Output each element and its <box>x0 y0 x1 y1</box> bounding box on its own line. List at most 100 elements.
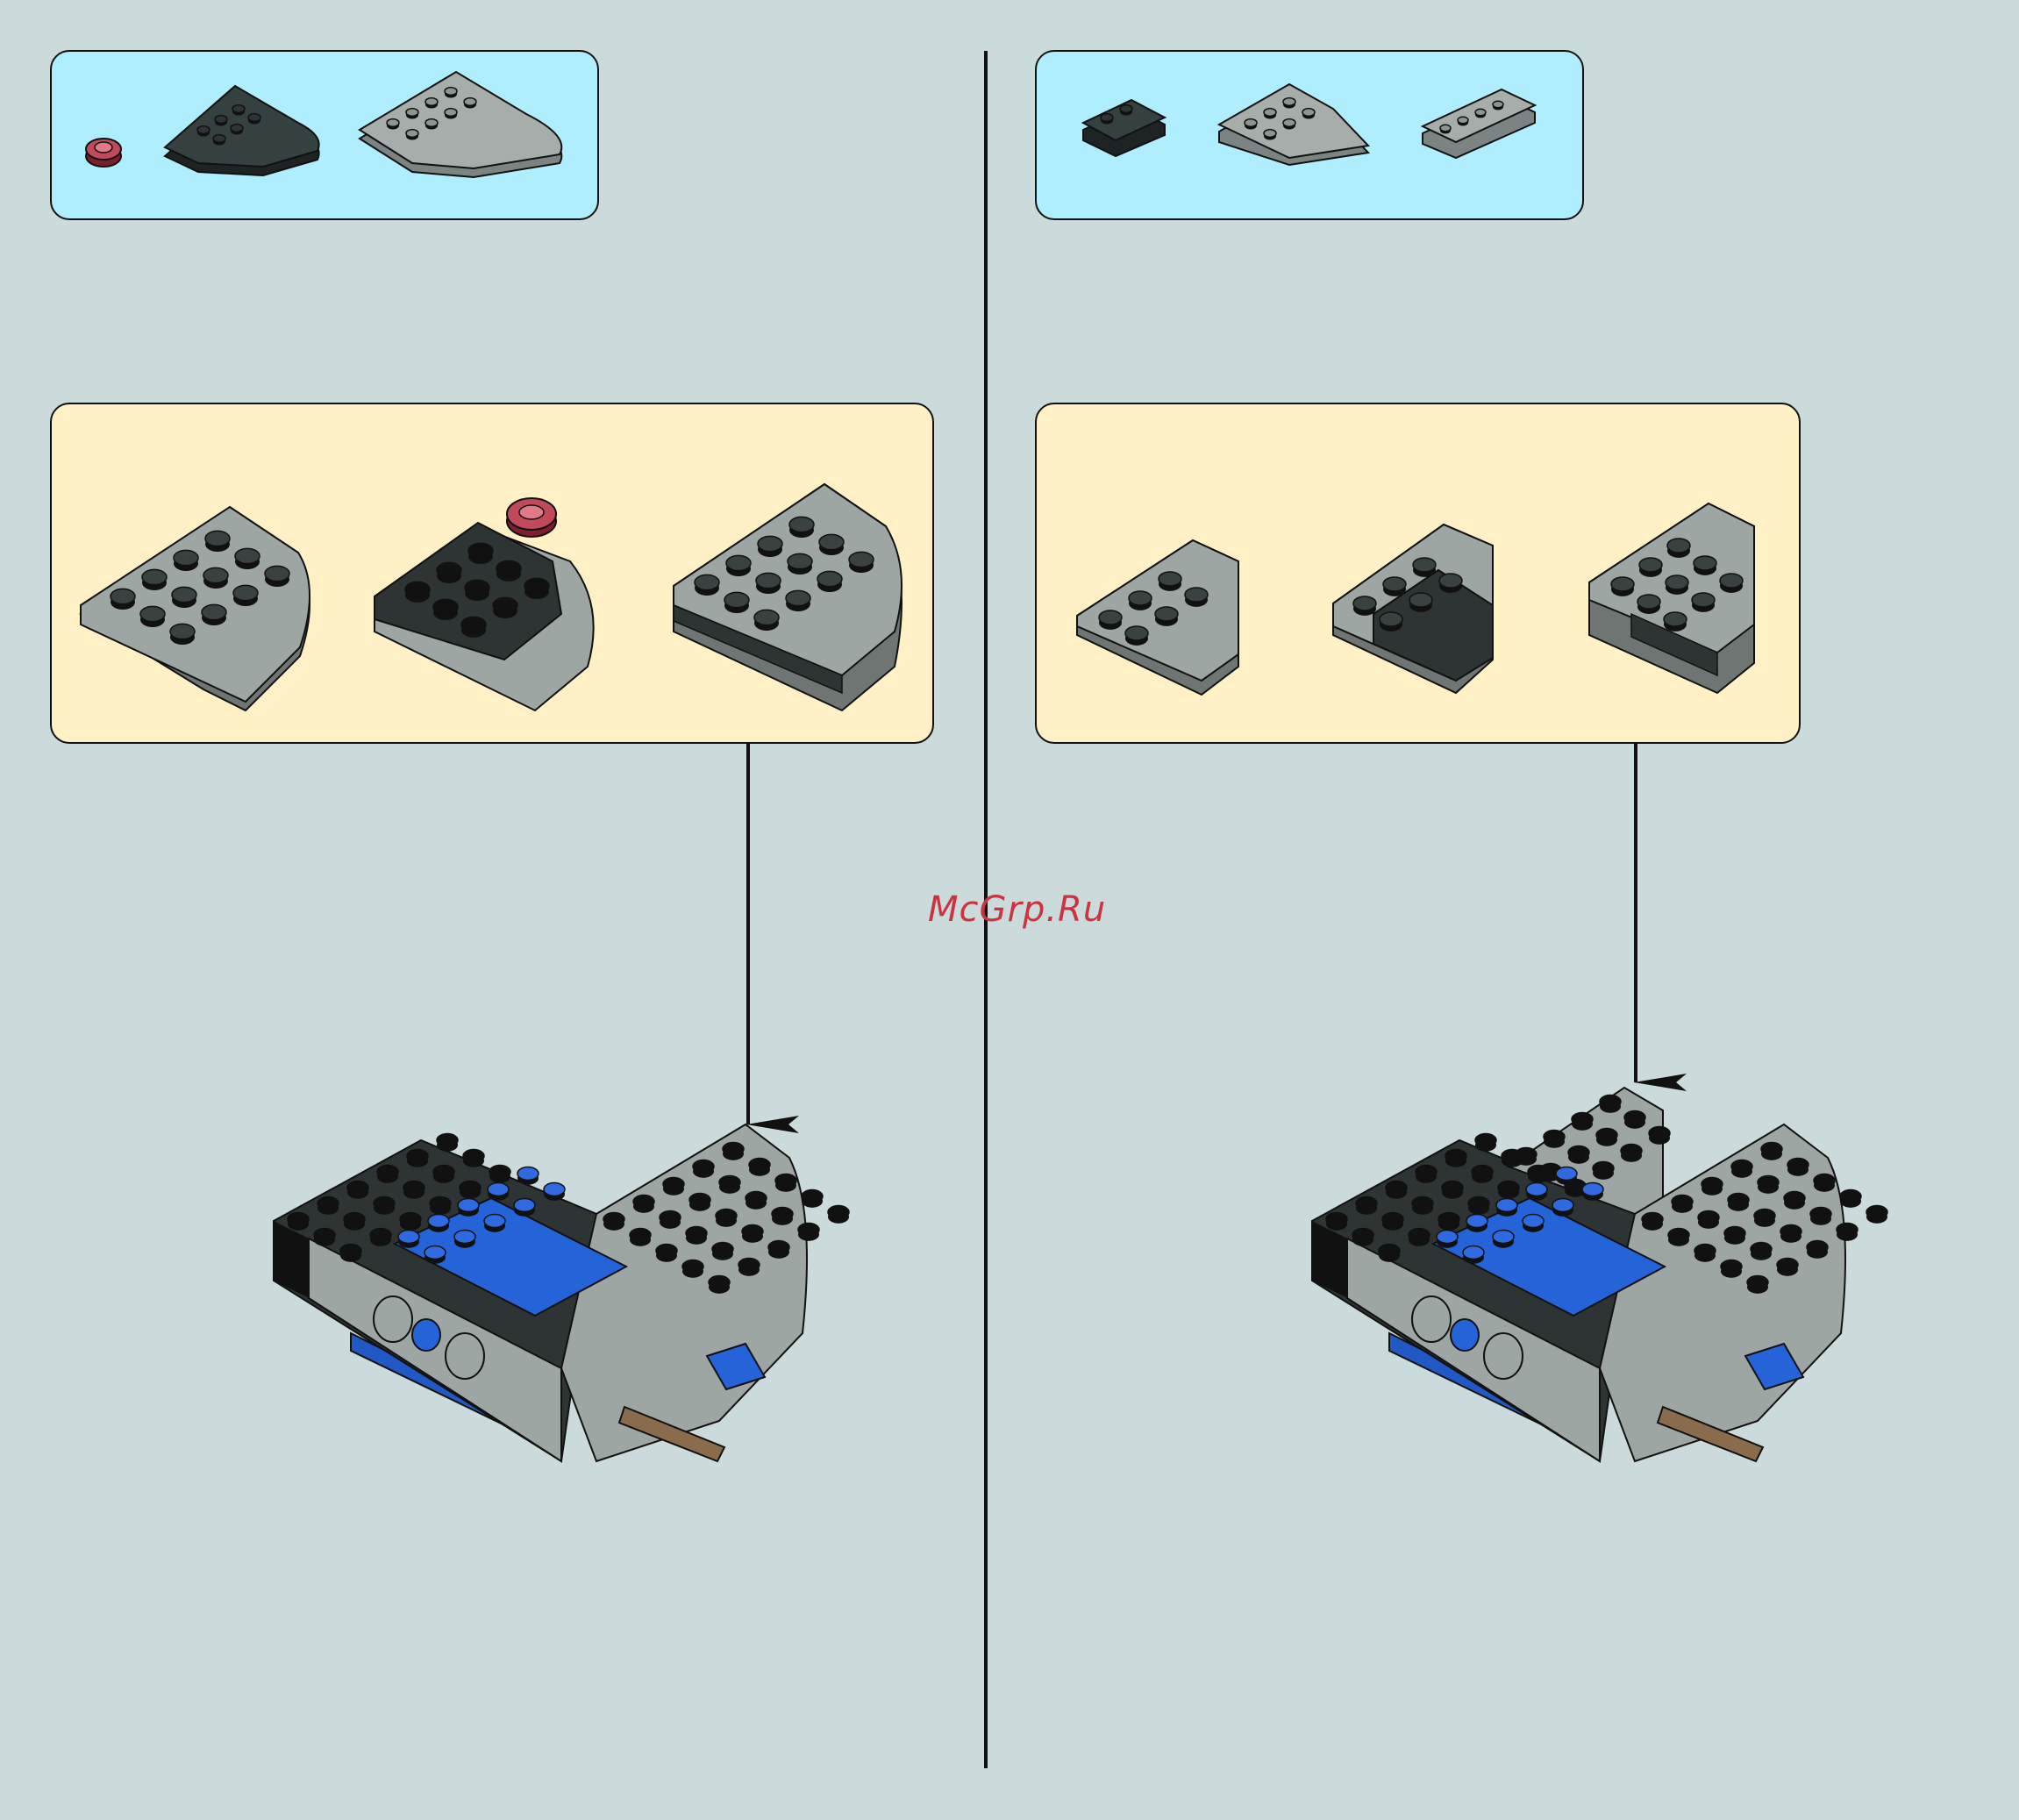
stud-icon <box>1747 1276 1768 1289</box>
stud-icon <box>288 1213 309 1226</box>
stud-icon <box>1264 109 1276 117</box>
stud-icon <box>403 1181 424 1195</box>
stud-icon <box>407 1150 428 1163</box>
stud-icon <box>1442 1181 1463 1195</box>
stud-icon <box>1380 612 1402 626</box>
stud-icon <box>756 573 781 588</box>
stud-icon <box>1468 1197 1489 1210</box>
stud-icon <box>437 562 461 577</box>
stud-icon <box>1721 1260 1742 1274</box>
stud-icon <box>719 1176 740 1189</box>
stud-icon <box>430 1197 451 1210</box>
stud-icon <box>1728 1194 1749 1207</box>
stud-icon <box>663 1178 684 1191</box>
stud-icon <box>1751 1243 1772 1256</box>
stud-icon <box>1125 626 1148 640</box>
stud-icon <box>213 135 225 143</box>
stud-icon <box>1556 1167 1577 1181</box>
stud-icon <box>197 126 210 134</box>
stud-icon <box>1475 1134 1496 1147</box>
step-1-model-icon <box>274 1124 807 1461</box>
stud-icon <box>716 1210 737 1223</box>
stud-icon <box>170 624 195 639</box>
stud-icon <box>1552 1199 1573 1212</box>
stud-icon <box>1720 574 1743 588</box>
stud-icon <box>746 1192 767 1205</box>
stud-icon <box>425 119 438 127</box>
stud-icon <box>1692 593 1715 607</box>
stud-icon <box>630 1229 651 1242</box>
stud-icon <box>317 1197 339 1210</box>
stud-icon <box>111 589 135 603</box>
stud-icon <box>1724 1227 1745 1240</box>
stud-icon <box>1731 1160 1752 1174</box>
stud-icon <box>344 1213 365 1226</box>
stud-icon <box>1639 558 1662 572</box>
stud-icon <box>1568 1146 1589 1160</box>
stud-icon <box>1649 1127 1670 1140</box>
stud-icon <box>849 552 874 567</box>
stud-icon <box>314 1229 335 1242</box>
stud-icon <box>377 1166 398 1179</box>
stud-icon <box>232 105 245 113</box>
stud-icon <box>682 1260 703 1274</box>
stud-icon <box>1409 593 1432 607</box>
stud-icon <box>1810 1208 1831 1221</box>
stud-icon <box>1129 591 1152 605</box>
stud-icon <box>493 597 517 612</box>
stud-icon <box>1694 1245 1716 1258</box>
stud-icon <box>1383 577 1406 591</box>
stud-icon <box>1668 1229 1689 1242</box>
stud-icon <box>1099 610 1122 625</box>
stud-icon <box>1572 1113 1593 1126</box>
stud-icon <box>340 1245 361 1258</box>
stud-icon <box>1493 101 1503 107</box>
stud-icon <box>1493 1231 1514 1244</box>
stud-icon <box>1866 1206 1887 1219</box>
stud-icon <box>1413 558 1436 572</box>
stud-icon <box>633 1195 654 1209</box>
stud-icon <box>1698 1211 1719 1224</box>
stud-icon <box>603 1213 624 1226</box>
stud-icon <box>387 119 399 127</box>
stud-icon <box>1245 119 1257 127</box>
stud-icon <box>1463 1246 1484 1260</box>
stud-icon <box>1283 98 1295 106</box>
stud-icon <box>1624 1111 1645 1124</box>
stud-icon <box>1498 1181 1519 1195</box>
stud-icon <box>749 1159 770 1172</box>
part-light-plate-1x4-icon <box>1423 89 1535 158</box>
stud-icon <box>463 1150 484 1163</box>
stud-icon <box>709 1276 730 1289</box>
stud-icon <box>1593 1162 1614 1175</box>
stud-icon <box>712 1243 733 1256</box>
stud-icon <box>802 1190 823 1203</box>
stud-icon <box>1475 109 1486 115</box>
stud-icon <box>248 114 260 122</box>
stud-icon <box>768 1241 789 1254</box>
stud-icon <box>660 1211 681 1224</box>
stud-icon <box>1516 1148 1537 1161</box>
stud-icon <box>656 1245 677 1258</box>
stud-icon <box>1840 1190 1861 1203</box>
stud-icon <box>265 566 289 581</box>
stud-icon <box>231 125 243 132</box>
stud-icon <box>1666 575 1688 589</box>
stud-icon <box>1101 114 1113 122</box>
part-round-plate-red-icon <box>86 139 121 167</box>
stud-icon <box>817 571 842 586</box>
stud-icon <box>484 1215 505 1228</box>
stud-icon <box>1621 1145 1642 1158</box>
stud-icon <box>1526 1183 1547 1196</box>
stud-icon <box>1353 596 1376 610</box>
stud-icon <box>406 109 418 117</box>
stud-icon <box>517 1167 539 1181</box>
stud-icon <box>738 1259 760 1272</box>
stud-icon <box>496 560 521 575</box>
stud-icon <box>445 88 457 96</box>
stud-icon <box>1264 130 1276 138</box>
stud-icon <box>424 1246 446 1260</box>
stud-icon <box>433 599 458 614</box>
sub-stacked-wedges-icon <box>1589 503 1754 693</box>
stud-icon <box>405 582 430 596</box>
